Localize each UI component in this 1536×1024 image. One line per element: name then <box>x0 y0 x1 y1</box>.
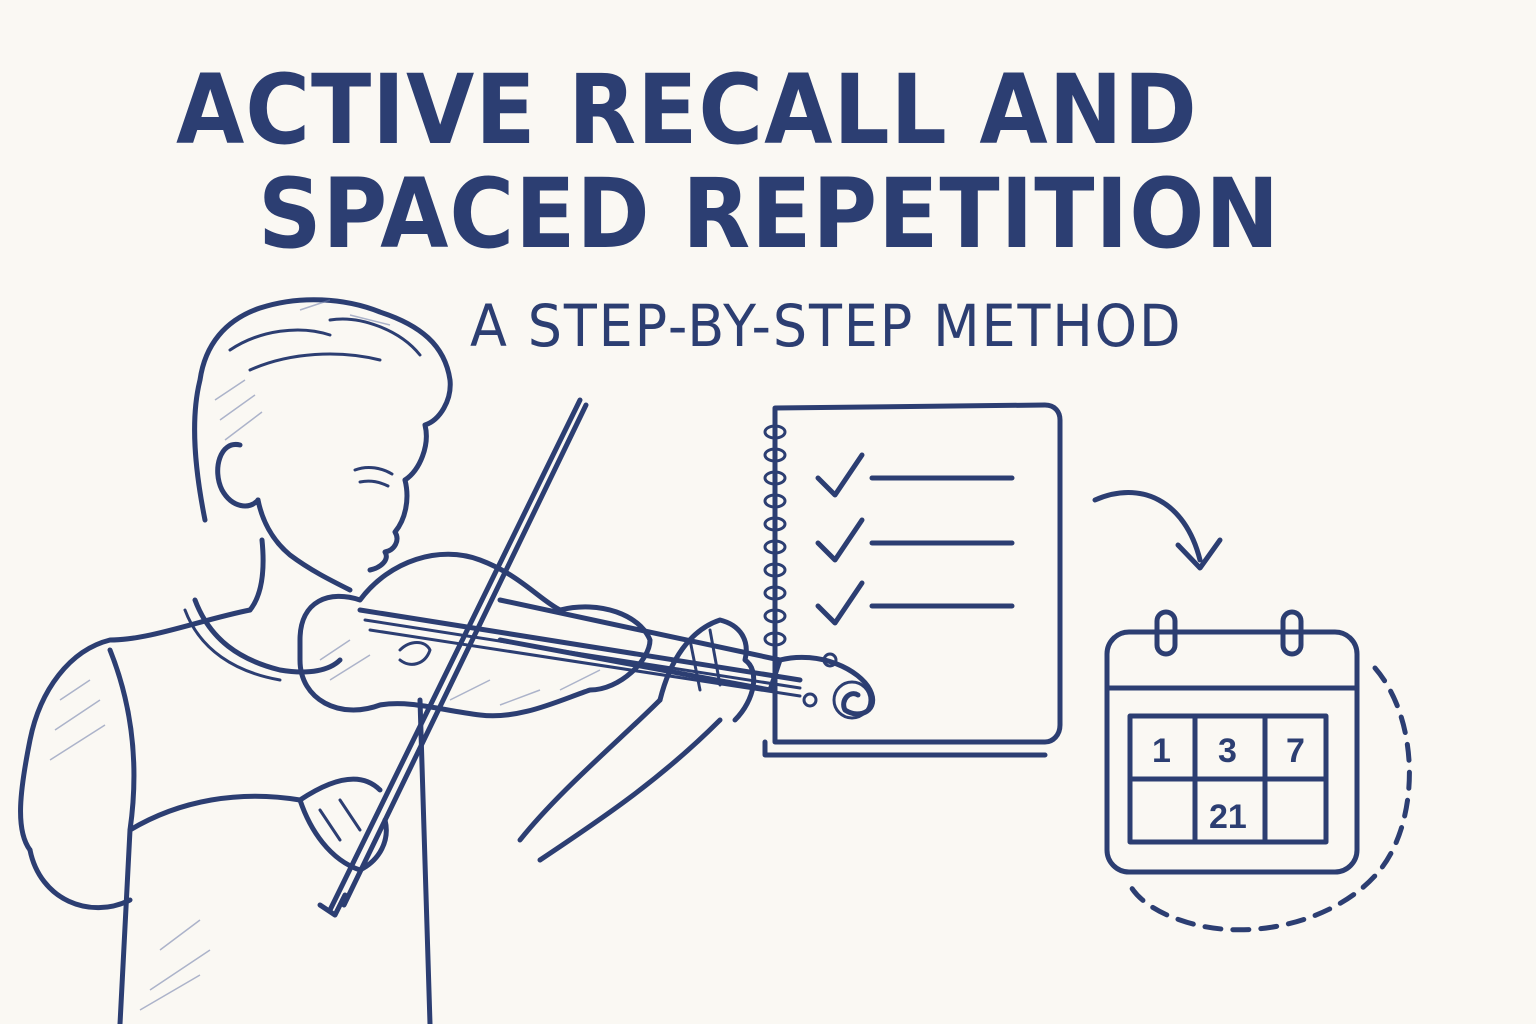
curved-arrow-icon <box>1092 490 1223 571</box>
calendar-day-1: 1 <box>1152 732 1171 770</box>
calendar-day-7: 7 <box>1286 732 1305 770</box>
calendar-day-3: 3 <box>1218 732 1237 770</box>
notebook-checklist-icon <box>762 402 1063 758</box>
violinist-illustration <box>18 297 875 1024</box>
title-line-2: SPACED REPETITION <box>258 158 1281 270</box>
check-icon-1 <box>815 452 865 498</box>
subtitle: A STEP-BY-STEP METHOD <box>470 292 1183 360</box>
check-icon-3 <box>815 580 865 626</box>
calendar-day-21: 21 <box>1209 798 1247 836</box>
check-icon-2 <box>815 517 865 563</box>
calendar-icon: 1 3 7 21 <box>1104 609 1360 875</box>
title-line-1: ACTIVE RECALL AND <box>176 54 1198 166</box>
dashed-cycle-icon <box>1127 665 1412 933</box>
